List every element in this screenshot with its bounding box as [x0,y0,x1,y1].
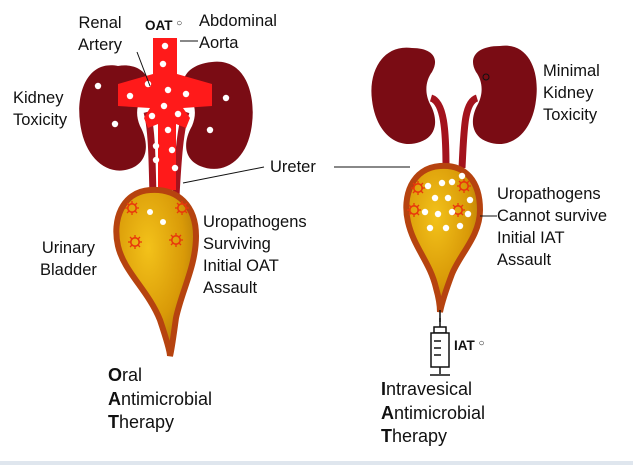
bottom-border [0,461,633,465]
abdominal-aorta-line1: Abdominal [199,12,277,30]
renal-artery-label: Renal Artery [78,12,122,56]
syringe-icon [430,318,450,376]
abdominal-aorta [118,38,212,190]
uropathogens-surviving-line2: Surviving [203,235,271,253]
ureter-label: Ureter [270,156,316,178]
iat-tag-text: IAT [454,338,475,353]
right-pointers [334,73,497,217]
oat-tag-text: OAT [145,18,173,33]
minimal-kidney-toxicity-line1: Minimal [543,62,600,80]
oat-tag: OAT ○ [145,18,182,33]
renal-artery-line2: Artery [78,36,123,54]
intravesical-therapy-diagram [334,45,537,376]
urinary-bladder-label: Urinary Bladder [40,237,97,281]
ureter-text: Ureter [270,158,316,176]
intravesical-therapy-title: Intravesical Antimicrobial Therapy [381,378,485,449]
right-kidney-right [472,45,537,145]
abdominal-aorta-label: Abdominal Aorta [199,10,277,54]
uropathogens-cannot-survive-line4: Assault [497,251,552,269]
oral-line-3: Therapy [108,412,175,432]
uropathogens-surviving-line1: Uropathogens [203,213,307,231]
minimal-kidney-toxicity-line2: Kidney [543,84,594,102]
uropathogens-cannot-survive-label: Uropathogens Cannot survive Initial IAT … [497,183,607,271]
abdominal-aorta-line2: Aorta [199,34,239,52]
urinary-bladder-line1: Urinary [41,239,96,257]
iat-tag: IAT ○ [454,338,485,353]
kidney-toxicity-line2: Toxicity [13,111,68,129]
uropathogens-cannot-survive-line2: Cannot survive [497,207,608,225]
intravesical-line-1: Intravesical [381,379,473,399]
oral-line-2: Antimicrobial [108,388,213,409]
left-pointers [136,40,265,184]
uropathogens-cannot-survive-line3: Initial IAT [497,229,565,247]
right-ureters [429,94,479,169]
oral-line-1: Oral [108,365,143,385]
oral-therapy-title: Oral Antimicrobial Therapy [108,364,212,435]
uropathogens-cannot-survive-line1: Uropathogens [497,185,601,203]
uropathogens-surviving-label: Uropathogens Surviving Initial OAT Assau… [203,211,307,299]
degree-icon: ○ [478,338,485,349]
left-kidney-right [183,61,253,169]
iat-drug-particles [421,172,474,232]
minimal-kidney-toxicity-label: Minimal Kidney Toxicity [543,60,600,126]
uropathogens-surviving-line3: Initial OAT [203,257,279,275]
urinary-bladder-left [113,186,200,357]
minimal-kidney-toxicity-line3: Toxicity [543,106,598,124]
kidney-toxicity-line1: Kidney [13,89,64,107]
degree-icon: ○ [176,18,183,29]
intravesical-line-3: Therapy [381,426,448,446]
kidney-toxicity-label: Kidney Toxicity [13,87,67,131]
urinary-bladder-line2: Bladder [40,261,97,279]
oat-drug-particles [94,42,230,172]
bladder-particles-left [147,209,166,225]
oral-therapy-diagram [79,38,265,357]
uropathogens-surviving-line4: Assault [203,279,258,297]
intravesical-line-2: Antimicrobial [381,402,486,423]
right-kidney-left [371,47,436,145]
renal-artery-line1: Renal [78,14,122,32]
urinary-bladder-right [403,162,484,313]
